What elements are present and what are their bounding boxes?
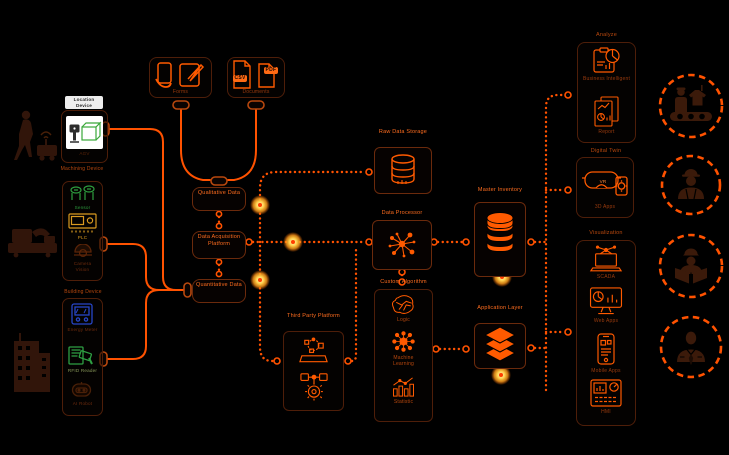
rfid-reader-icon [68,344,94,366]
ai-robot-label: AI Robot [72,401,93,406]
master-inventory-title: Master Inventory [477,187,523,193]
machine-learning-label: Machine Learning [392,355,415,368]
application-layer-title: Application Layer [477,305,523,311]
statistic-icon [391,377,416,397]
vr-text: VR [599,179,607,184]
production-operator-icon [670,85,712,121]
mobile-apps-icon [597,333,615,365]
connection-distribution-bus [544,93,566,392]
scada-label: SCADA [596,274,616,280]
master-database-icon [486,211,514,254]
digital-twin-title: Digital Twin [590,148,622,154]
energy-meter-label: Energy Meter [67,327,98,332]
ai-robot-icon [71,382,92,399]
building-silhouette [14,333,50,392]
data-processor-title: Data Processor [381,210,423,216]
business-intelligence-icon [591,47,622,74]
csv-badge: CSV [233,75,248,82]
engineer-reading-icon [675,248,707,284]
database-storage-icon [389,153,417,188]
third-party-platform-title: Third Party Platform [287,313,340,319]
sensor-label: Sensor [74,205,91,210]
custom-algorithm-node [374,289,433,422]
field-worker-icon [678,169,704,200]
connection-third-party-to-bus [350,244,358,363]
raw-data-storage-title: Raw Data Storage [378,129,428,135]
web-apps-label: Web Apps [593,318,619,324]
machine-learning-icon [390,329,417,354]
vr-headset-icon [581,163,629,199]
connection-building-to-quantitative [106,289,185,360]
machining-device-title: Machining Device [60,166,104,172]
forms-phone-tablet-icon [155,62,207,88]
layers-icon [485,327,515,364]
camera-vision-icon [73,244,93,260]
forms-label: Forms [172,89,189,95]
person-with-agv-silhouette [14,110,57,161]
quantitative-data-label: Quantitative Data [196,282,242,288]
machining-device-node [62,181,103,281]
connection-forms-to-qualitative [180,108,211,181]
quantitative-data-node [192,279,246,303]
custom-algorithm-title: Custom Algorithm [380,279,427,285]
location-device-label: Location Device [65,96,103,110]
logic-label: Logic [397,317,410,323]
plc-label: PLC [77,235,88,240]
rfid-reader-label: RFID Reader [67,368,98,373]
persona-rings [658,73,724,379]
connection-bus-to-third-party [258,244,275,363]
network-processor-icon [387,231,417,259]
connection-bus-to-raw-storage [258,170,366,244]
hmi-label: HMI [601,409,611,415]
location-device-sub-label: AGV [79,151,90,156]
analyze-title: Analyze [596,32,617,38]
qualitative-data-label: Qualitative Data [197,190,241,196]
connection-machining-to-quantitative [106,243,185,291]
documents-label: Documents [242,89,270,95]
scada-icon [589,245,623,272]
data-platform-icon [298,337,329,365]
data-acquisition-platform-label: Data Acquisition Platform [197,234,241,247]
camera-vision-label: Camera Vision [73,261,92,272]
port-connectors [215,91,572,365]
logic-brain-icon [391,295,416,315]
pdf-badge: PDF [264,67,278,74]
hmi-icon [590,379,622,407]
energy-meter-icon [70,303,94,325]
qualitative-data-node [192,187,246,211]
business-intelligence-label: Business Intelligent [582,76,631,82]
web-apps-icon [589,287,623,316]
statistic-label: Statistic [393,399,414,405]
3d-apps-label: 3D Apps [594,204,616,210]
report-icon [593,96,620,127]
machine-silhouette [8,228,57,258]
manager-icon [677,331,705,365]
integration-gears-icon [300,371,328,401]
plc-icon [68,213,97,233]
location-device-icon [66,116,103,149]
mobile-apps-label: Mobile Apps [591,368,621,374]
sensor-icon [69,185,97,203]
visualization-title: Visualization [589,230,623,236]
building-device-title: Building Device [64,289,102,295]
data-acquisition-platform-node [192,231,246,259]
report-label: Report [598,129,615,135]
connection-documents-to-qualitative [227,108,257,181]
